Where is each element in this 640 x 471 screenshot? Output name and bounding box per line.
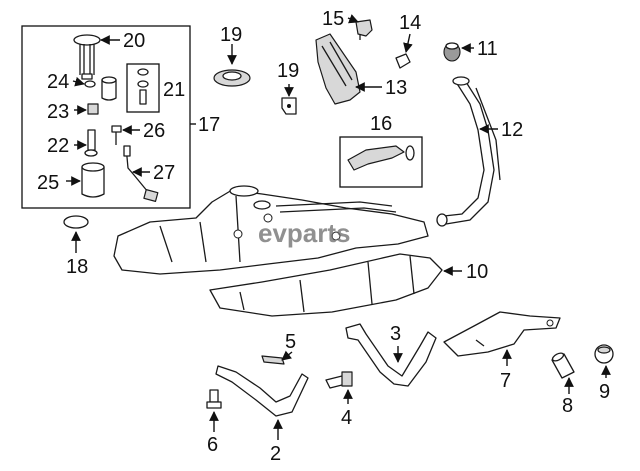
strap-bracket-part — [261, 355, 285, 365]
callout-9: 9 — [599, 381, 610, 403]
pump-cup-part — [101, 76, 117, 101]
strap-bolt-left-part — [206, 389, 222, 409]
callout-12: 12 — [501, 119, 523, 141]
watermark-logo: evparts — [258, 218, 351, 248]
grommet-part — [213, 69, 251, 87]
callout-8: 8 — [562, 395, 573, 417]
callout-13: 13 — [385, 77, 407, 99]
fuel-pump-module-group-box — [21, 25, 191, 209]
strap-bolt-right-part — [325, 371, 353, 389]
callout-2: 2 — [270, 443, 281, 465]
callout-18: 18 — [66, 256, 88, 278]
push-clip-part — [355, 19, 373, 40]
callout-17: 17 — [198, 114, 220, 136]
callout-24: 24 — [47, 71, 69, 93]
callout-5-leader — [281, 350, 293, 361]
retainer-clip-part — [281, 97, 297, 115]
small-fitting-part — [87, 103, 99, 115]
callout-21: 21 — [163, 79, 185, 101]
vent-cap-part — [594, 344, 614, 364]
callout-19a: 19 — [220, 24, 242, 46]
washer-part — [84, 80, 96, 88]
fuel-pump-bracket-part — [73, 34, 101, 80]
filler-cap-part — [443, 42, 461, 62]
filler-hose-part — [347, 145, 415, 171]
callout-3: 3 — [390, 323, 401, 345]
callout-19b: 19 — [277, 60, 299, 82]
callout-10: 10 — [466, 261, 488, 283]
callout-15: 15 — [322, 8, 344, 30]
callout-5: 5 — [285, 331, 296, 353]
callout-23: 23 — [47, 101, 69, 123]
callout-14-leader — [403, 33, 413, 53]
callout-15-leader — [347, 14, 359, 24]
callout-25: 25 — [37, 172, 59, 194]
callout-26: 26 — [143, 120, 165, 142]
filler-pipe-part — [436, 76, 501, 227]
fuel-filter-subgroup-box — [126, 63, 160, 113]
tank-protector-part — [209, 253, 443, 317]
tank-strap-right-part — [345, 323, 437, 387]
fuel-sender-gauge-part — [123, 145, 159, 202]
callout-11: 11 — [477, 38, 498, 60]
drain-plug-part — [551, 352, 575, 379]
screw-part — [395, 53, 411, 69]
callout-20: 20 — [123, 30, 145, 52]
callout-27: 27 — [153, 162, 175, 184]
sender-connector-part — [111, 125, 122, 145]
filler-hose-group-box — [339, 136, 423, 188]
tank-strap-left-part — [215, 365, 309, 417]
callout-4: 4 — [341, 407, 352, 429]
callout-22: 22 — [47, 135, 69, 157]
pump-rod-part — [84, 129, 98, 157]
callout-7: 7 — [500, 370, 511, 392]
tank-gasket-part — [63, 215, 89, 229]
fuel-tank-part — [113, 185, 429, 275]
callout-14: 14 — [399, 12, 421, 34]
tank-mount-bracket-part — [443, 311, 561, 357]
filter-element-part — [137, 68, 149, 105]
callout-16: 16 — [370, 113, 392, 135]
fuel-pump-part — [81, 162, 105, 198]
heat-shield-part — [315, 33, 361, 105]
callout-6: 6 — [207, 434, 218, 456]
callout-24-leader — [72, 76, 85, 87]
